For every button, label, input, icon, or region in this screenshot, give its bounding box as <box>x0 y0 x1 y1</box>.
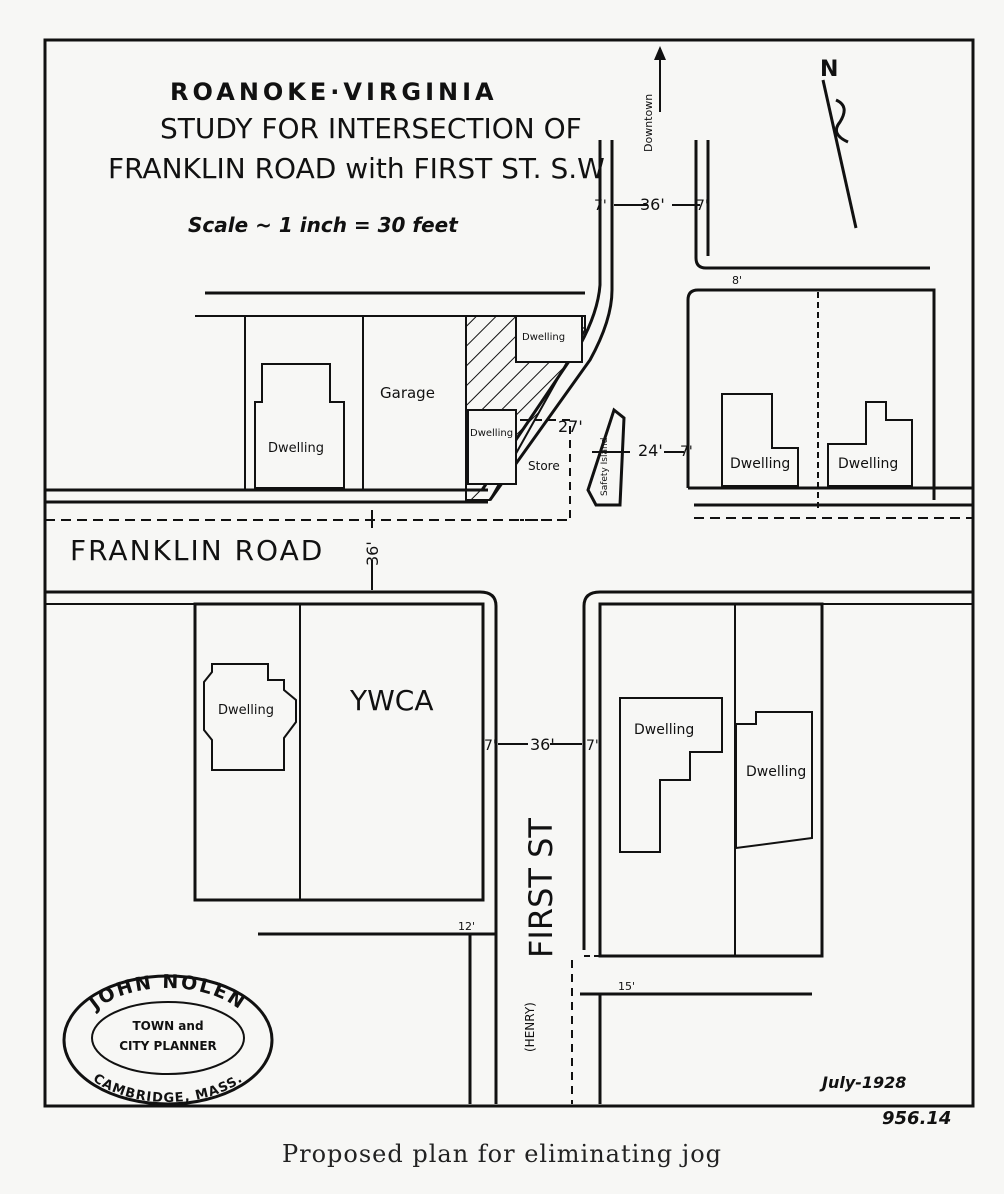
dim-36-franklin: 36' <box>363 541 382 566</box>
title-study: STUDY FOR INTERSECTION OF <box>160 112 582 145</box>
dim-15: 15' <box>618 980 635 993</box>
dwelling-nw <box>254 363 345 489</box>
plate-number: 956.14 <box>882 1108 951 1129</box>
franklin-road-label: FRANKLIN ROAD <box>70 534 324 567</box>
title-city: ROANOKE·VIRGINIA <box>170 78 498 106</box>
stamp-role-1: TOWN and <box>132 1019 203 1033</box>
title-streets: FRANKLIN ROAD with FIRST ST. S.W <box>108 152 605 185</box>
stamp-role-2: CITY PLANNER <box>119 1039 217 1053</box>
scale-note: Scale ~ 1 inch = 30 feet <box>188 213 459 237</box>
dwelling-hatched-top-label: Dwelling <box>522 332 565 343</box>
dim-24: 24' <box>638 441 663 460</box>
dwelling-ne-1-label: Dwelling <box>730 456 790 472</box>
title-block: ROANOKE·VIRGINIA STUDY FOR INTERSECTION … <box>108 78 605 237</box>
ywca-label: YWCA <box>349 684 434 717</box>
dim-7-east: 7' <box>680 444 693 460</box>
figure-caption: Proposed plan for eliminating jog <box>281 1140 723 1168</box>
date-label: July-1928 <box>819 1073 906 1092</box>
north-arrow: N <box>820 57 858 229</box>
downtown-label: Downtown <box>642 94 655 152</box>
dwelling-hatched-small <box>467 409 517 485</box>
dwelling-se-1 <box>619 697 723 853</box>
first-street-north <box>480 140 930 501</box>
dim-7-south-left: 7' <box>484 738 497 754</box>
block-south-west <box>193 602 498 1104</box>
dwelling-sw <box>203 663 297 771</box>
svg-text:CAMBRIDGE, MASS.: CAMBRIDGE, MASS. <box>90 1071 246 1106</box>
downtown-arrow: Downtown <box>642 46 666 152</box>
safety-island[interactable] <box>586 407 626 507</box>
block-south-east <box>571 602 824 1104</box>
dim-7-north-left: 7' <box>594 198 607 214</box>
dwelling-se-2 <box>735 711 813 850</box>
dim-7-south-right: 7' <box>586 738 599 754</box>
safety-island-label: Safety Island <box>600 438 610 496</box>
dwelling-ne-1 <box>721 393 799 487</box>
garage-label: Garage <box>380 384 435 402</box>
dim-7-north-right: 7' <box>696 198 709 214</box>
first-street-label: FIRST ST <box>522 818 560 958</box>
dwelling-hatched-top <box>515 315 583 363</box>
dwelling-ne-2 <box>827 401 913 487</box>
block-north-east <box>686 288 936 512</box>
dim-27: 27' <box>558 417 583 436</box>
dwelling-ne-2-label: Dwelling <box>838 456 898 472</box>
dimensions <box>371 204 700 745</box>
planner-stamp: JOHN NOLEN CAMBRIDGE, MASS. TOWN and CIT… <box>62 971 274 1106</box>
dim-8: 8' <box>732 274 742 287</box>
dim-36-south: 36' <box>530 735 555 754</box>
dwelling-sw-label: Dwelling <box>218 703 274 718</box>
dwelling-hatched-small-label: Dwelling <box>470 428 513 439</box>
stamp-name: JOHN NOLEN <box>83 971 248 1016</box>
sheet-border <box>43 38 975 1108</box>
svg-text:JOHN NOLEN: JOHN NOLEN <box>83 971 250 1016</box>
dwelling-nw-label: Dwelling <box>268 441 324 456</box>
dwelling-se-2-label: Dwelling <box>746 764 806 780</box>
dim-12: 12' <box>458 920 475 933</box>
henry-label: (HENRY) <box>523 1002 537 1052</box>
dwelling-se-1-label: Dwelling <box>634 722 694 738</box>
north-label: N <box>820 57 838 82</box>
stamp-city: CAMBRIDGE, MASS. <box>90 1071 245 1106</box>
dim-36-north: 36' <box>640 195 665 214</box>
store-label: Store <box>528 459 560 473</box>
